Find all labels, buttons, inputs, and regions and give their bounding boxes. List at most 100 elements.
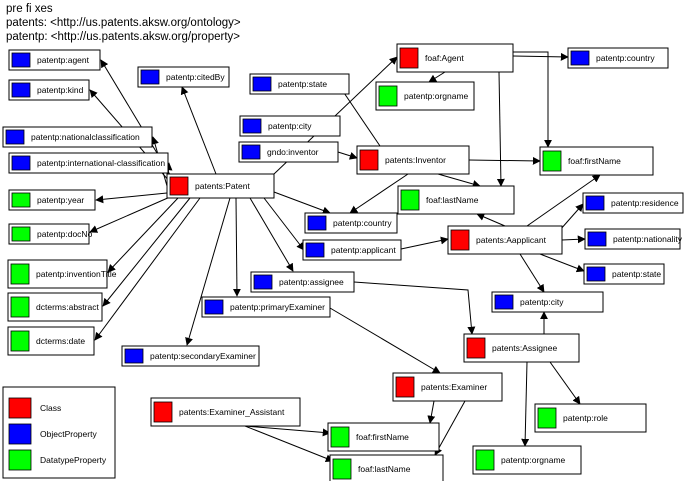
edge-arrow: [496, 71, 505, 187]
datatype-property-swatch-icon: [8, 449, 32, 471]
object-property-swatch-icon: [587, 231, 607, 247]
edge-arrow: [337, 151, 358, 160]
node-agent: patentp:agent: [8, 49, 101, 71]
node-label: patentp:role: [563, 413, 608, 423]
node-state1: patentp:state: [249, 73, 350, 95]
node-city2: patentp:city: [491, 291, 604, 313]
object-property-swatch-icon: [140, 69, 160, 85]
node-secondaryexaminer: patentp:secondaryExaminer: [121, 345, 260, 367]
edge-arrow: [549, 361, 581, 405]
node-label: patentp:country: [333, 218, 392, 228]
node-kind: patentp:kind: [8, 79, 90, 101]
node-role: patentp:role: [534, 403, 647, 433]
node-label: patents:Patent: [195, 181, 250, 191]
node-primaryexaminer: patentp:primaryExaminer: [201, 296, 331, 318]
node-country2: patentp:country: [304, 212, 398, 234]
node-country1: patentp:country: [567, 47, 669, 69]
legend-label: DatatypeProperty: [40, 455, 107, 465]
datatype-property-swatch-icon: [11, 192, 31, 208]
datatype-property-swatch-icon: [542, 150, 562, 172]
edge-arrow: [180, 86, 217, 175]
object-property-swatch-icon: [253, 274, 273, 290]
object-property-swatch-icon: [11, 52, 31, 68]
node-nationality: patentp:nationality: [584, 228, 683, 250]
node-label: patentp:nationality: [613, 234, 683, 244]
node-label: patentp:agent: [37, 55, 90, 65]
node-aapplicant: patents:Aapplicant: [447, 225, 563, 255]
object-property-swatch-icon: [204, 299, 224, 315]
node-inventor: patents:Inventor: [356, 145, 470, 175]
datatype-property-swatch-icon: [10, 330, 30, 352]
datatype-property-swatch-icon: [330, 426, 350, 448]
edge-arrow: [349, 173, 409, 214]
edge-arrow: [519, 253, 545, 293]
node-label: foaf:lastName: [426, 195, 479, 205]
object-property-swatch-icon: [585, 195, 605, 211]
node-orgname2: patentp:orgname: [472, 445, 582, 475]
edge-arrow: [273, 191, 331, 215]
edge-arrow: [329, 307, 441, 374]
node-label: patentp:state: [612, 269, 661, 279]
node-date: dcterms:date: [7, 326, 95, 356]
node-intlclassification: patentp:international-classification: [8, 152, 169, 174]
node-orgname1: patentp:orgname: [375, 81, 475, 111]
node-gndo: gndo:inventor: [238, 141, 339, 163]
edge-arrow: [427, 400, 436, 424]
node-label: patentp:kind: [37, 85, 84, 95]
class-swatch-icon: [466, 337, 486, 359]
class-swatch-icon: [153, 401, 173, 423]
node-firstname2: foaf:firstName: [327, 422, 440, 452]
node-label: patentp:nationalclassification: [31, 132, 140, 142]
node-label: patentp:inventionTitle: [36, 269, 117, 279]
legend-label: Class: [40, 403, 61, 413]
class-swatch-icon: [395, 376, 415, 398]
node-inventiontitle: patentp:inventionTitle: [7, 259, 117, 289]
legend-item-object-property: ObjectProperty: [8, 423, 97, 445]
node-label: patentp:primaryExaminer: [230, 302, 325, 312]
object-property-swatch-icon: [307, 215, 327, 231]
node-label: foaf:firstName: [568, 156, 621, 166]
datatype-property-swatch-icon: [378, 85, 398, 107]
datatype-property-swatch-icon: [400, 189, 420, 211]
prefix-heading: pre fi xes: [6, 3, 53, 15]
class-swatch-icon: [359, 149, 379, 171]
node-label: patentp:orgname: [501, 455, 566, 465]
prefix-patents: patents: <http://us.patents.aksw.org/ont…: [6, 17, 241, 29]
node-label: patentp:international-classification: [37, 158, 165, 168]
legend-item-class: Class: [8, 397, 61, 419]
datatype-property-swatch-icon: [11, 226, 31, 242]
class-swatch-icon: [450, 229, 470, 251]
node-examiner: patents:Examiner: [392, 372, 503, 402]
object-property-swatch-icon: [252, 76, 272, 92]
edge-arrow: [244, 425, 334, 463]
node-label: dcterms:abstract: [36, 302, 99, 312]
edge-arrow: [521, 361, 530, 447]
edge-arrow: [89, 196, 171, 233]
object-property-swatch-icon: [5, 129, 25, 145]
node-nationalclassification: patentp:nationalclassification: [2, 126, 153, 148]
node-label: dcterms:date: [36, 336, 85, 346]
edge-arrow: [249, 197, 294, 272]
edge-arrow: [232, 197, 241, 297]
edge-arrow: [107, 197, 179, 273]
object-property-swatch-icon: [124, 348, 144, 364]
node-label: patentp:city: [268, 121, 312, 131]
edge-arrow: [539, 253, 585, 273]
legend-label: ObjectProperty: [40, 429, 97, 439]
edge-arrow: [400, 236, 449, 250]
datatype-property-swatch-icon: [537, 407, 557, 429]
datatype-property-swatch-icon: [475, 449, 495, 471]
edge-arrow: [526, 174, 601, 227]
node-label: patentp:secondaryExaminer: [150, 351, 256, 361]
edge-arrow: [437, 173, 481, 188]
edge-arrow: [244, 425, 331, 437]
edge-arrow: [561, 235, 586, 244]
node-label: patentp:residence: [611, 198, 679, 208]
node-label: patentp:city: [520, 297, 564, 307]
object-property-swatch-icon: [11, 155, 31, 171]
node-citedby: patentp:citedBy: [137, 66, 230, 88]
datatype-property-swatch-icon: [10, 263, 30, 285]
node-examinerassistant: patents:Examiner_Assistant: [150, 397, 301, 427]
